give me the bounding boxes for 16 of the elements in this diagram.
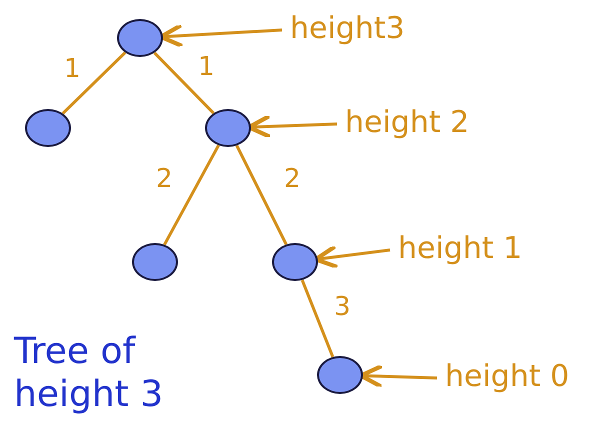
tree-node [132,243,178,281]
height-label: height 2 [345,108,470,138]
caption-text: Tree of height 3 [14,330,164,416]
tree-edge [235,144,288,246]
tree-node [317,356,363,394]
tree-node [272,243,318,281]
height-label: height 1 [398,234,522,264]
tree-node [25,109,71,147]
tree-edge [153,52,215,114]
height-label: height3 [290,14,405,44]
height-label: height 0 [445,362,570,392]
tree-edge [300,280,334,358]
tree-node [117,19,163,57]
tree-edge [163,144,220,246]
tree-node [205,109,251,147]
tree-edge [62,51,126,115]
